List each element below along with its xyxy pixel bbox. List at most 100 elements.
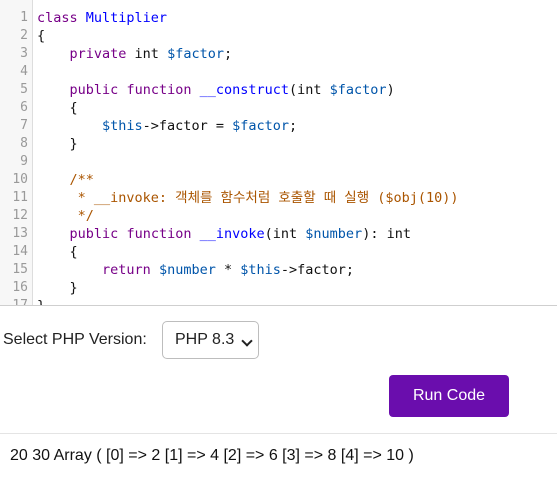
line-number: 1	[20, 10, 28, 25]
code-line[interactable]: 1 class Multiplier	[0, 9, 557, 27]
code-token: $factor	[329, 82, 387, 98]
line-number: 2	[20, 28, 28, 43]
code-token: ->factor =	[142, 118, 233, 134]
code-line[interactable]: 4	[0, 63, 557, 81]
line-number: 13	[12, 226, 28, 241]
code-token: class	[37, 10, 78, 26]
line-number: 9	[20, 154, 28, 169]
line-number: 4	[20, 64, 28, 79]
line-number: 5	[20, 82, 28, 97]
line-number-gutter	[0, 0, 33, 305]
code-line[interactable]: 9	[0, 153, 557, 171]
code-token	[37, 190, 78, 206]
code-token	[37, 226, 70, 242]
run-code-label: Run Code	[412, 387, 486, 404]
chevron-down-icon	[241, 335, 253, 347]
code-line[interactable]: 10 /**	[0, 171, 557, 189]
code-token: ->factor;	[280, 262, 355, 278]
php-version-value: PHP 8.3	[175, 331, 235, 348]
code-token: )	[386, 82, 395, 98]
code-token: __construct	[199, 82, 290, 98]
line-number: 10	[12, 172, 28, 187]
code-token	[37, 46, 70, 62]
code-token: return	[102, 262, 151, 278]
code-token	[37, 82, 70, 98]
code-line[interactable]: 14 {	[0, 243, 557, 261]
code-token: ;	[223, 46, 233, 62]
code-token: * __invoke: 객체를 함수처럼 호출할 때 실행 ($obj(10))	[77, 190, 459, 206]
code-token	[191, 226, 199, 242]
line-number: 12	[12, 208, 28, 223]
code-token	[191, 82, 199, 98]
line-number: 3	[20, 46, 28, 61]
code-token: {	[37, 28, 46, 44]
line-number: 6	[20, 100, 28, 115]
code-text: public function __construct(int $factor)	[37, 81, 395, 99]
code-line[interactable]: 5 public function __construct(int $facto…	[0, 81, 557, 99]
code-line[interactable]: 7 $this->factor = $factor;	[0, 117, 557, 135]
line-number: 14	[12, 244, 28, 259]
line-number: 17	[12, 298, 28, 306]
code-token: *	[215, 262, 241, 278]
code-line[interactable]: 17}	[0, 297, 557, 306]
code-token: public	[69, 226, 119, 242]
code-token: ;	[288, 118, 298, 134]
code-token: (int	[289, 82, 330, 98]
code-token	[37, 262, 102, 278]
code-token: {	[37, 100, 78, 116]
code-line[interactable]: 11 * __invoke: 객체를 함수처럼 호출할 때 실행 ($obj(1…	[0, 189, 557, 207]
code-text: }	[37, 279, 78, 297]
code-token: }	[37, 298, 46, 306]
code-token: ): int	[362, 226, 411, 242]
code-token	[151, 262, 159, 278]
code-token: function	[126, 226, 192, 242]
code-line[interactable]: 13 public function __invoke(int $number)…	[0, 225, 557, 243]
line-number: 8	[20, 136, 28, 151]
code-token	[37, 172, 70, 188]
code-text: $this->factor = $factor;	[37, 117, 297, 135]
code-token: */	[77, 208, 94, 224]
code-text: {	[37, 99, 78, 117]
code-token: }	[37, 280, 78, 296]
code-text: /**	[37, 171, 94, 189]
code-token	[37, 118, 102, 134]
code-line[interactable]: 6 {	[0, 99, 557, 117]
code-line[interactable]: 15 return $number * $this->factor;	[0, 261, 557, 279]
code-line[interactable]: 3 private int $factor;	[0, 45, 557, 63]
code-token: $this	[102, 118, 143, 134]
code-token: }	[37, 136, 78, 152]
code-text: {	[37, 27, 45, 45]
code-text: }	[37, 297, 46, 306]
run-code-button[interactable]: Run Code	[389, 375, 509, 417]
code-line[interactable]: 8 }	[0, 135, 557, 153]
code-token: private	[69, 46, 127, 62]
php-version-select[interactable]: PHP 8.3	[162, 321, 259, 359]
php-version-row: Select PHP Version: PHP 8.3	[0, 320, 557, 360]
code-token: $factor	[167, 46, 224, 62]
code-text: return $number * $this->factor;	[37, 261, 354, 279]
code-token: public	[69, 82, 119, 98]
code-token: $factor	[232, 118, 289, 134]
code-line[interactable]: 12 */	[0, 207, 557, 225]
php-version-label: Select PHP Version:	[3, 331, 147, 348]
code-token: {	[37, 244, 78, 260]
code-token: int	[126, 46, 168, 62]
line-number: 7	[20, 118, 28, 133]
code-token: Multiplier	[85, 10, 168, 26]
code-token: /**	[69, 172, 94, 188]
code-text: public function __invoke(int $number): i…	[37, 225, 411, 243]
line-number: 15	[12, 262, 28, 277]
code-token: function	[126, 82, 192, 98]
code-text: */	[37, 207, 94, 225]
code-text: private int $factor;	[37, 45, 233, 63]
code-line[interactable]: 2{	[0, 27, 557, 45]
code-token: __invoke	[199, 226, 265, 242]
code-line[interactable]: 16 }	[0, 279, 557, 297]
code-text: }	[37, 135, 78, 153]
code-text: * __invoke: 객체를 함수처럼 호출할 때 실행 ($obj(10))	[37, 189, 459, 207]
code-token: $number	[158, 262, 216, 278]
code-text: {	[37, 243, 78, 261]
line-number: 11	[12, 190, 28, 205]
code-token	[78, 10, 86, 26]
